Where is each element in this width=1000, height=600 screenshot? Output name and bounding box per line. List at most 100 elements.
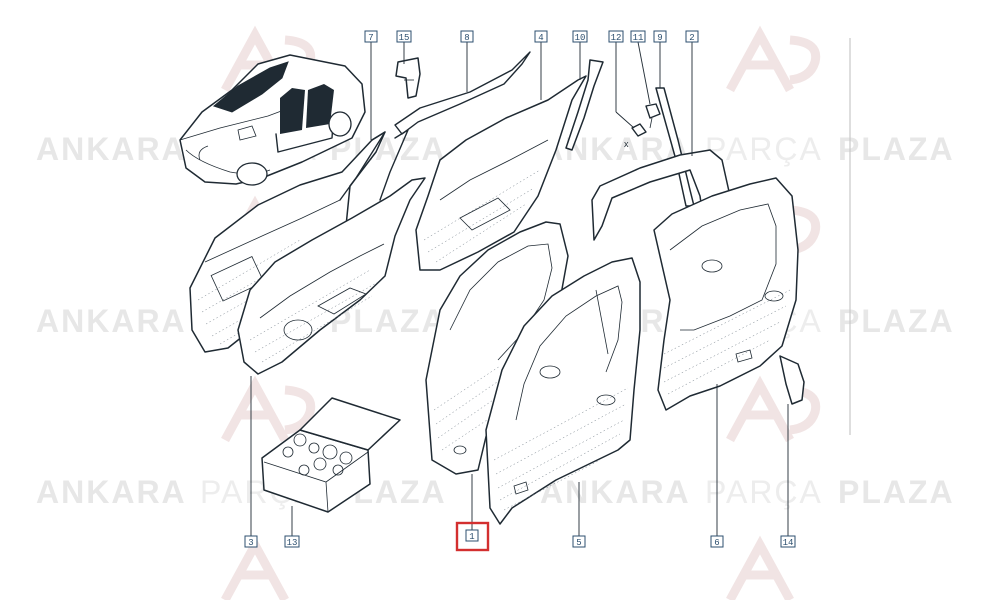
door-inner-structure xyxy=(237,177,426,375)
front-door-outer-outline xyxy=(485,257,641,525)
callout-6[interactable]: 6 xyxy=(710,535,724,548)
pillar-trim-10 xyxy=(565,59,604,151)
box-part xyxy=(293,433,307,447)
door-outer-handle xyxy=(596,394,616,406)
car-logo-mark xyxy=(198,145,209,161)
hinge-15-body xyxy=(395,57,421,99)
hinge-15 xyxy=(395,57,421,99)
watermark-word: PLAZA xyxy=(838,131,955,167)
callout-1-label: 1 xyxy=(469,532,474,542)
car-illustration xyxy=(179,54,366,186)
watermark-word: PLAZA xyxy=(838,303,955,339)
callout-4[interactable]: 4 xyxy=(534,30,548,43)
callout-11-label: 11 xyxy=(633,33,644,43)
door-inner-handle xyxy=(539,365,561,379)
rear-door-outer-6 xyxy=(653,177,799,411)
callout-9[interactable]: 9 xyxy=(653,30,667,43)
door-fasteners: x xyxy=(624,103,661,149)
door-hatching xyxy=(663,289,791,395)
callout-5[interactable]: 5 xyxy=(572,535,586,548)
watermark-logo xyxy=(726,375,821,443)
rear-door-mechanism xyxy=(459,197,511,231)
front-door-shell-outline xyxy=(425,221,569,475)
watermark-word: ANKARA xyxy=(36,303,187,339)
door-inner-panel xyxy=(189,131,386,353)
callout-7-label: 7 xyxy=(368,33,373,43)
callout-12[interactable]: 12 xyxy=(608,30,624,43)
callout-8-label: 8 xyxy=(464,33,469,43)
box-part xyxy=(282,446,294,458)
callout-tags: 7 15 8 4 10 12 11 9 xyxy=(244,30,796,552)
rear-door-outer-outline xyxy=(653,177,799,411)
seal-7 xyxy=(339,131,386,201)
callout-7[interactable]: 7 xyxy=(364,30,378,43)
callout-3[interactable]: 3 xyxy=(244,535,258,548)
callout-15-label: 15 xyxy=(399,33,410,43)
door-hatching xyxy=(493,387,629,511)
front-door-inner-frame xyxy=(237,177,426,375)
watermark-logo xyxy=(726,25,821,93)
front-door-outer-5 xyxy=(485,257,641,525)
car-rear-wheel xyxy=(328,111,352,137)
callout-9-label: 9 xyxy=(657,33,662,43)
door-inner-line xyxy=(204,199,341,263)
door-inner-rail xyxy=(259,243,385,319)
callout-2[interactable]: 2 xyxy=(685,30,699,43)
callout-10[interactable]: 10 xyxy=(572,30,588,43)
watermark-logo xyxy=(221,375,316,443)
car-rear-door-window xyxy=(306,84,334,128)
box-part xyxy=(339,451,353,465)
callout-12-label: 12 xyxy=(611,33,622,43)
parts-box-lid xyxy=(299,397,401,451)
rear-door-inner-frame xyxy=(415,75,587,271)
callout-13[interactable]: 13 xyxy=(284,535,300,548)
front-door-shell-1 xyxy=(425,221,569,475)
door-handle-recess xyxy=(453,445,467,455)
seal-8 xyxy=(394,51,531,135)
callout-1[interactable]: 1 xyxy=(455,521,490,552)
car-front-wheel xyxy=(236,162,268,186)
callout-3-label: 3 xyxy=(248,538,253,548)
callout-6-label: 6 xyxy=(714,538,719,548)
callout-8[interactable]: 8 xyxy=(460,30,474,43)
fastener-11-stem xyxy=(649,117,653,129)
callout-14[interactable]: 14 xyxy=(780,535,796,548)
callout-4-label: 4 xyxy=(538,33,543,43)
leader-11 xyxy=(637,41,651,105)
watermark-word: PARÇA xyxy=(705,131,823,167)
weatherstrip-seals xyxy=(339,51,531,201)
callout-11[interactable]: 11 xyxy=(630,30,646,43)
door-mechanism xyxy=(317,287,367,315)
rear-door-inner-structure xyxy=(415,75,587,271)
box-part xyxy=(332,464,344,476)
door-lock-plate xyxy=(513,481,529,495)
door-inner-handle xyxy=(701,259,723,273)
front-door-window-opening xyxy=(515,285,623,421)
callout-10-label: 10 xyxy=(575,33,586,43)
door-hatching xyxy=(249,269,379,363)
watermark-word: PARÇA xyxy=(705,474,823,510)
rear-door-inner-rail xyxy=(439,139,549,201)
seal-8-lower xyxy=(379,129,409,201)
car-headlight xyxy=(237,125,257,141)
door-outer-handle xyxy=(764,290,784,302)
box-part xyxy=(313,457,327,471)
fastener-12 xyxy=(631,123,647,137)
car-windshield xyxy=(212,61,289,113)
callout-13-label: 13 xyxy=(287,538,298,548)
watermark-word: ANKARA xyxy=(36,474,187,510)
watermark-word: ANKARA xyxy=(540,474,691,510)
callout-5-label: 5 xyxy=(576,538,581,548)
leader-lines xyxy=(250,41,789,536)
x-mark: x xyxy=(624,139,629,149)
bracket-14 xyxy=(779,355,805,405)
door-hatching xyxy=(423,169,541,263)
callout-2-label: 2 xyxy=(689,33,694,43)
callout-15[interactable]: 15 xyxy=(396,30,412,43)
left-door-trim-panel xyxy=(189,131,386,353)
door-speaker-grille xyxy=(210,256,265,302)
box-contents xyxy=(282,433,353,476)
car-front-door-window xyxy=(280,88,305,134)
box-part xyxy=(298,464,310,476)
